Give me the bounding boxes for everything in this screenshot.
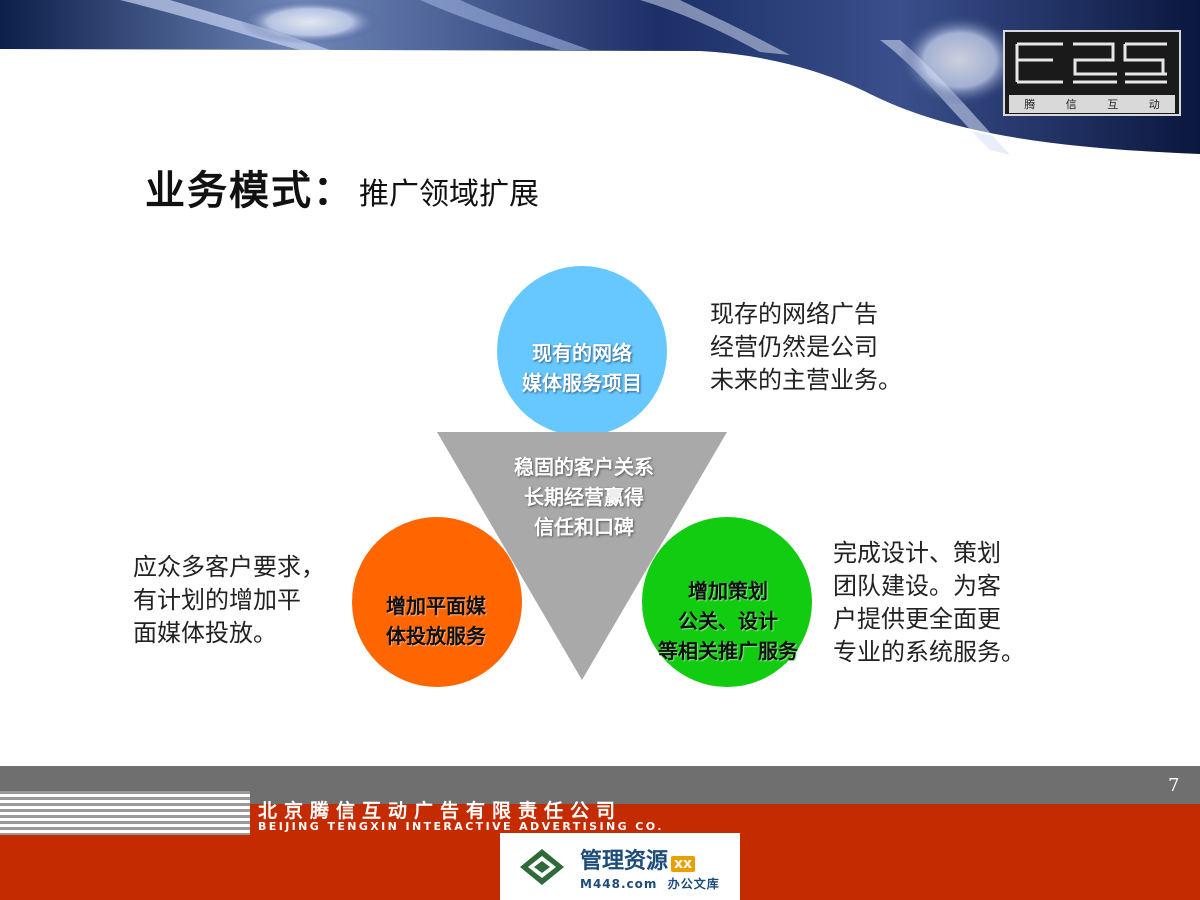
right-circle-line-3: 等相关推广服务 (658, 639, 798, 663)
description-left-line-2: 有计划的增加平 (133, 586, 301, 614)
page-number: 7 (1168, 775, 1180, 796)
center-triangle (437, 432, 727, 680)
right-circle (642, 517, 812, 687)
title-subtitle: 推广领域扩展 (359, 177, 539, 212)
logo-char-1: 腾 (1024, 98, 1036, 111)
logo-lettering: 腾 信 互 动 (1009, 95, 1175, 113)
left-circle-line-1: 增加平面媒 (386, 594, 486, 618)
book-icon (520, 849, 564, 885)
watermark-site: M448.com (580, 877, 658, 891)
logo-char-2: 信 (1065, 98, 1077, 111)
slide-title: 业务模式：推广领域扩展 (145, 158, 539, 216)
description-top-line-3: 未来的主营业务。 (710, 366, 902, 394)
title-main: 业务模式： (145, 168, 355, 214)
top-circle (497, 266, 667, 436)
top-circle-label: 现有的网络 媒体服务项目 (498, 338, 666, 398)
top-circle-line-1: 现有的网络 (532, 341, 632, 365)
description-top-line-2: 经营仍然是公司 (710, 333, 878, 361)
description-top-line-1: 现存的网络广告 (710, 300, 878, 328)
triangle-label: 稳固的客户关系 长期经营赢得 信任和口碑 (470, 452, 698, 542)
description-left-line-1: 应众多客户要求， (133, 553, 325, 581)
footer-stripes (0, 791, 250, 835)
watermark-title-text: 管理资源 (580, 849, 669, 874)
right-circle-line-1: 增加策划 (688, 579, 768, 603)
right-circle-label: 增加策划 公关、设计 等相关推广服务 (638, 576, 818, 666)
logo-mark-icon (1015, 42, 1167, 84)
header-banner-graphic (0, 0, 1200, 156)
company-name-cn: 北京腾信互动广告有限责任公司 (258, 800, 623, 822)
description-top: 现存的网络广告 经营仍然是公司 未来的主营业务。 (710, 298, 902, 397)
description-right-line-3: 户提供更全面更 (833, 605, 1001, 633)
description-right-line-4: 专业的系统服务。 (833, 638, 1025, 666)
description-left: 应众多客户要求， 有计划的增加平 面媒体投放。 (133, 551, 325, 650)
right-circle-line-2: 公关、设计 (678, 609, 778, 633)
description-right-line-2: 团队建设。为客 (833, 572, 1001, 600)
company-name-en: BEIJING TENGXIN INTERACTIVE ADVERTISING … (258, 820, 664, 833)
description-right: 完成设计、策划 团队建设。为客 户提供更全面更 专业的系统服务。 (833, 537, 1025, 669)
left-circle-line-2: 体投放服务 (386, 624, 486, 648)
left-circle (352, 517, 522, 687)
slide-header: 腾 信 互 动 (0, 0, 1200, 160)
logo-char-4: 动 (1148, 98, 1160, 111)
description-right-line-1: 完成设计、策划 (833, 539, 1001, 567)
triangle-line-3: 信任和口碑 (534, 515, 634, 539)
left-circle-label: 增加平面媒 体投放服务 (356, 591, 516, 651)
watermark-xx-badge: xx (671, 856, 696, 872)
company-logo: 腾 信 互 动 (1003, 30, 1181, 116)
description-left-line-3: 面媒体投放。 (133, 619, 277, 647)
logo-char-3: 互 (1107, 98, 1119, 111)
top-circle-line-2: 媒体服务项目 (522, 371, 642, 395)
triangle-line-2: 长期经营赢得 (524, 485, 644, 509)
watermark-tagline: 办公文库 (667, 877, 720, 891)
triangle-line-1: 稳固的客户关系 (514, 455, 654, 479)
watermark-subtitle: M448.com 办公文库 (580, 875, 720, 892)
